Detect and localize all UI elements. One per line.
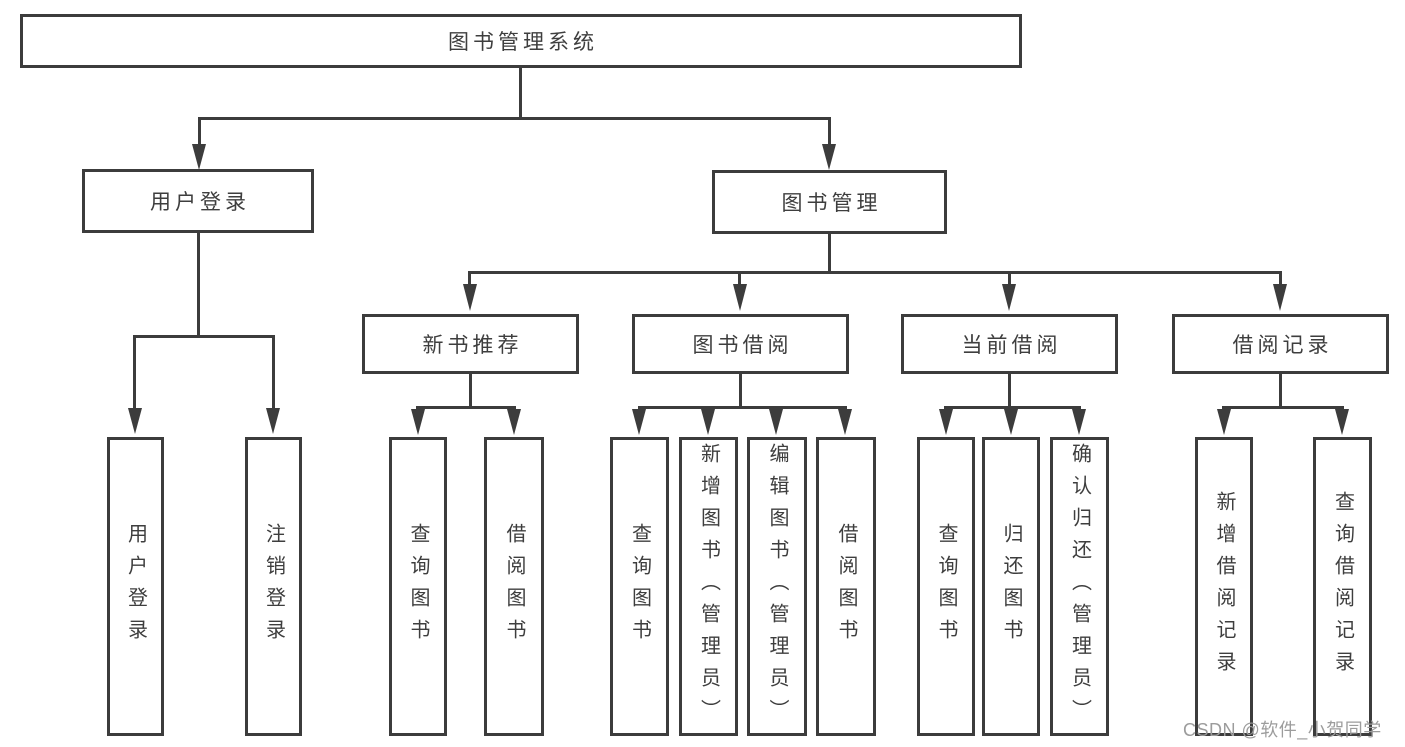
arrowhead-icon [939, 409, 953, 435]
leaf-edit-book-admin-label: 编辑图书（管理员） [766, 442, 788, 731]
arrowhead-icon [1217, 409, 1231, 435]
leaf-logout: 注销登录 [245, 437, 302, 736]
connector-line [198, 117, 201, 147]
node-user-login-label: 用户登录 [150, 191, 250, 214]
connector-line [1008, 271, 1011, 286]
arrowhead-icon [701, 409, 715, 435]
leaf-confirm-return-admin-label: 确认归还（管理员） [1068, 442, 1091, 731]
leaf-add-borrow-record-label: 新增借阅记录 [1213, 490, 1235, 683]
arrowhead-icon [632, 409, 646, 435]
arrowhead-icon [507, 409, 521, 435]
arrowhead-icon [838, 409, 852, 435]
connector-line [468, 271, 1282, 274]
node-new-book-recommend: 新书推荐 [362, 314, 579, 374]
arrowhead-icon [1072, 409, 1086, 435]
node-book-borrow: 图书借阅 [632, 314, 849, 374]
connector-line [1279, 271, 1282, 286]
leaf-user-login-label: 用户登录 [124, 522, 147, 651]
connector-line [416, 406, 516, 409]
leaf-user-login: 用户登录 [107, 437, 164, 736]
connector-line [828, 117, 831, 147]
connector-line [272, 335, 275, 410]
arrowhead-icon [769, 409, 783, 435]
leaf-query-book-3: 查询图书 [917, 437, 975, 736]
node-book-management: 图书管理 [712, 170, 947, 234]
node-book-management-label: 图书管理 [781, 192, 882, 215]
arrowhead-icon [1004, 409, 1018, 435]
connector-line [1222, 406, 1344, 409]
node-root: 图书管理系统 [20, 14, 1022, 68]
connector-line [198, 117, 831, 120]
connector-line [1279, 374, 1282, 408]
leaf-return-book-label: 归还图书 [1000, 522, 1022, 651]
connector-line [197, 233, 200, 337]
arrowhead-icon [1002, 284, 1016, 311]
arrowhead-icon [733, 284, 747, 311]
connector-line [519, 67, 522, 118]
node-current-borrow-label: 当前借阅 [961, 334, 1062, 357]
leaf-add-borrow-record: 新增借阅记录 [1195, 437, 1253, 736]
arrowhead-icon [192, 144, 206, 170]
leaf-logout-label: 注销登录 [262, 522, 285, 651]
leaf-borrow-book-2: 借阅图书 [816, 437, 876, 736]
connector-line [133, 335, 136, 410]
leaf-query-book-3-label: 查询图书 [935, 522, 957, 651]
arrowhead-icon [266, 408, 280, 434]
connector-line [828, 234, 831, 272]
connector-line [638, 406, 847, 409]
arrowhead-icon [1335, 409, 1349, 435]
leaf-query-book-2: 查询图书 [610, 437, 669, 736]
leaf-query-borrow-record: 查询借阅记录 [1313, 437, 1372, 736]
connector-line [468, 271, 471, 286]
connector-line [944, 406, 1081, 409]
connector-line [133, 335, 275, 338]
arrowhead-icon [128, 408, 142, 434]
connector-line [469, 374, 472, 408]
leaf-query-book-2-label: 查询图书 [628, 522, 651, 651]
arrowhead-icon [463, 284, 477, 311]
leaf-borrow-book-1: 借阅图书 [484, 437, 544, 736]
node-borrow-records: 借阅记录 [1172, 314, 1389, 374]
leaf-add-book-admin: 新增图书（管理员） [679, 437, 738, 736]
connector-line [739, 374, 742, 408]
node-book-borrow-label: 图书借阅 [692, 334, 793, 357]
leaf-add-book-admin-label: 新增图书（管理员） [697, 442, 720, 731]
arrowhead-icon [1273, 284, 1287, 311]
leaf-edit-book-admin: 编辑图书（管理员） [747, 437, 807, 736]
node-new-book-recommend-label: 新书推荐 [422, 334, 523, 357]
node-user-login: 用户登录 [82, 169, 314, 233]
node-borrow-records-label: 借阅记录 [1232, 334, 1333, 357]
connector-line [738, 271, 741, 286]
leaf-borrow-book-1-label: 借阅图书 [503, 522, 525, 651]
leaf-query-borrow-record-label: 查询借阅记录 [1331, 490, 1354, 683]
leaf-borrow-book-2-label: 借阅图书 [835, 522, 857, 651]
arrowhead-icon [822, 144, 836, 170]
leaf-query-book-1: 查询图书 [389, 437, 447, 736]
connector-line [1008, 374, 1011, 408]
leaf-query-book-1-label: 查询图书 [407, 522, 429, 651]
leaf-return-book: 归还图书 [982, 437, 1040, 736]
node-root-label: 图书管理系统 [448, 31, 598, 54]
csdn-watermark: CSDN @软件_小贺同学 [1183, 720, 1382, 740]
arrowhead-icon [411, 409, 425, 435]
leaf-confirm-return-admin: 确认归还（管理员） [1050, 437, 1109, 736]
node-current-borrow: 当前借阅 [901, 314, 1118, 374]
